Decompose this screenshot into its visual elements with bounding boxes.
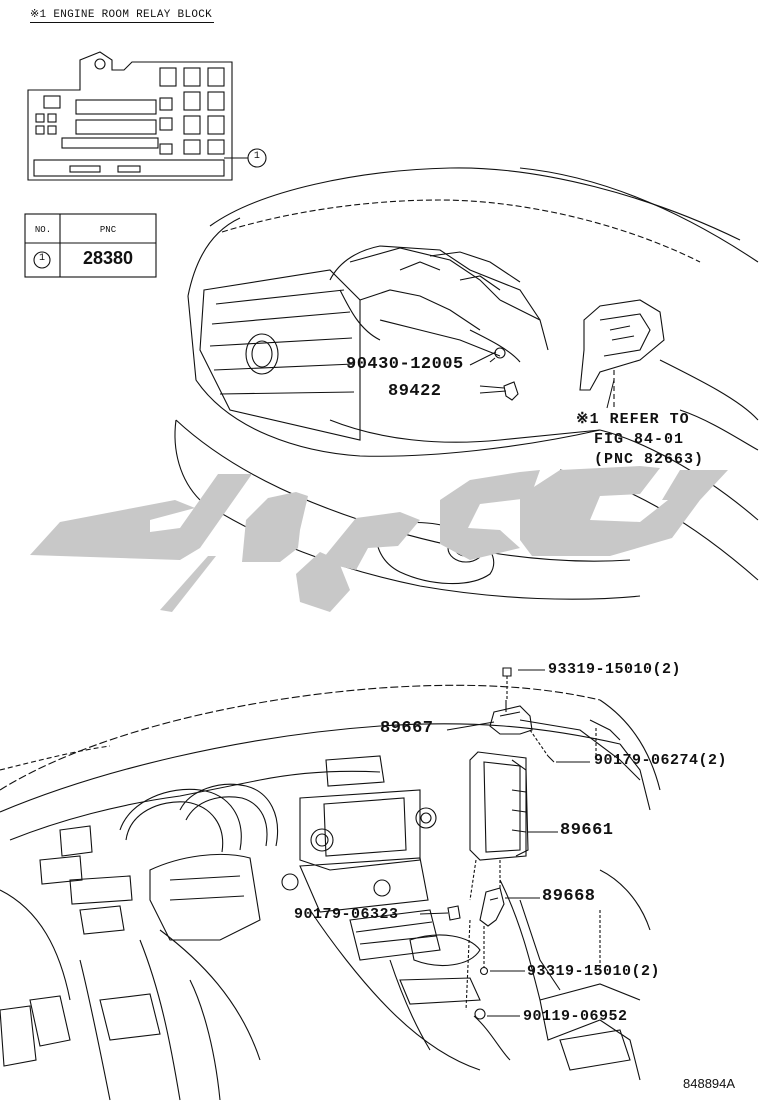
- part-label-90119-06952: 90119-06952: [523, 1008, 628, 1025]
- table-row-no: 1: [38, 253, 45, 264]
- part-label-89422: 89422: [388, 382, 442, 401]
- refer-line-2: FIG 84-01: [594, 431, 685, 448]
- table-header-no: NO.: [34, 225, 52, 235]
- part-label-93319-15010-top: 93319-15010(2): [548, 661, 682, 678]
- part-label-89667: 89667: [380, 719, 434, 738]
- part-label-90179-06323: 90179-06323: [294, 906, 399, 923]
- part-label-90179-06274: 90179-06274(2): [594, 752, 728, 769]
- part-label-89668: 89668: [542, 887, 596, 906]
- car-front-drawing: [174, 167, 759, 600]
- pnc-table-grid: [24, 213, 157, 278]
- refer-line-3: (PNC 82663): [594, 451, 705, 468]
- part-label-89661: 89661: [560, 821, 614, 840]
- part-label-93319-15010-bottom: 93319-15010(2): [527, 963, 661, 980]
- part-label-90430-12005: 90430-12005: [346, 355, 464, 374]
- title-underline: [30, 22, 214, 23]
- ecu-assembly-drawing: [447, 667, 601, 1061]
- table-row-pnc: 28380: [82, 248, 134, 268]
- leader-lines: [419, 351, 615, 1017]
- relay-block-drawing: [27, 51, 267, 181]
- relay-block-title: ※1 ENGINE ROOM RELAY BLOCK: [30, 9, 213, 21]
- diagram-code: 848894A: [683, 1076, 736, 1091]
- dashboard-drawing: [0, 684, 661, 1101]
- refer-line-1: ※1 REFER TO: [576, 411, 690, 428]
- callout-number: 1: [253, 151, 261, 162]
- table-header-pnc: PNC: [99, 225, 117, 235]
